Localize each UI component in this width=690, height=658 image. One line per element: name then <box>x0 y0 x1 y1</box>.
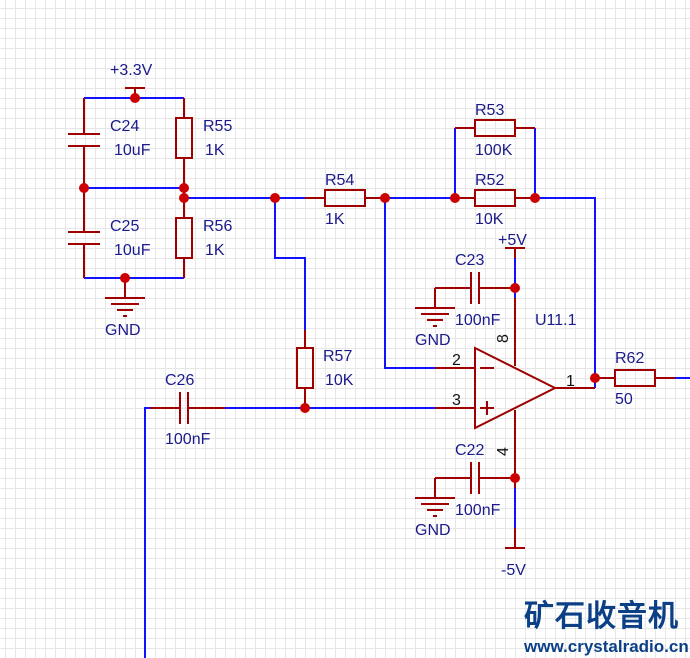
watermark: 矿石收音机 www.crystalradio.cn <box>523 599 689 656</box>
value-r53: 100K <box>475 142 513 159</box>
label-vcc33: +3.3V <box>110 62 153 79</box>
junction-dot <box>179 193 189 203</box>
wire-bias-to-r57 <box>274 198 306 330</box>
ref-c24: C24 <box>110 118 139 135</box>
junction-dot <box>510 283 520 293</box>
value-r62: 50 <box>615 391 633 408</box>
value-c26: 100nF <box>165 431 211 448</box>
ref-c26: C26 <box>165 372 194 389</box>
label-vee5: -5V <box>501 562 526 579</box>
capacitor-c25[interactable] <box>68 188 100 278</box>
capacitor-c24[interactable] <box>68 98 100 188</box>
value-r54: 1K <box>325 211 345 228</box>
ref-r56: R56 <box>203 218 232 235</box>
capacitor-c23[interactable] <box>435 272 515 304</box>
gnd-symbol-3[interactable] <box>415 478 455 517</box>
pin-number-3: 3 <box>452 392 461 409</box>
ref-c23: C23 <box>455 252 484 269</box>
value-r55: 1K <box>205 142 225 159</box>
ref-r57: R57 <box>323 348 352 365</box>
label-gnd-1: GND <box>105 322 141 339</box>
ref-r55: R55 <box>203 118 232 135</box>
ref-r62: R62 <box>615 350 644 367</box>
junction-dot <box>130 93 140 103</box>
vcc5-symbol[interactable] <box>505 247 525 258</box>
capacitor-c22[interactable] <box>435 462 515 494</box>
junction-dot <box>450 193 460 203</box>
junction-dot <box>590 373 600 383</box>
label-vcc5: +5V <box>498 232 527 249</box>
junction-dot <box>380 193 390 203</box>
ref-c22: C22 <box>455 442 484 459</box>
gnd-symbol-2[interactable] <box>415 288 455 327</box>
wire-input <box>144 407 150 658</box>
junctions <box>79 93 600 483</box>
pin-number-2: 2 <box>452 352 461 369</box>
resistor-r53[interactable] <box>455 119 535 137</box>
pin-number-4: 4 <box>495 447 512 456</box>
labels: +3.3V C24 10uF R55 1K C25 10uF R56 1K GN… <box>105 62 644 579</box>
wire-to-inv-input <box>384 198 435 369</box>
ref-c25: C25 <box>110 218 139 235</box>
label-gnd-2: GND <box>415 332 451 349</box>
value-c22: 100nF <box>455 502 501 519</box>
junction-dot <box>79 183 89 193</box>
ref-r53: R53 <box>475 102 504 119</box>
value-c25: 10uF <box>114 242 151 259</box>
watermark-title: 矿石收音机 <box>524 599 679 634</box>
junction-dot <box>300 403 310 413</box>
pin-number-1: 1 <box>566 373 575 390</box>
wire-feedback <box>535 197 596 388</box>
ref-u11: U11.1 <box>535 312 577 329</box>
junction-dot <box>510 473 520 483</box>
value-c24: 10uF <box>114 142 151 159</box>
opamp-u11[interactable] <box>435 346 595 430</box>
capacitor-c26[interactable] <box>150 392 225 424</box>
ref-r54: R54 <box>325 172 354 189</box>
value-r52: 10K <box>475 211 504 228</box>
pin-number-8: 8 <box>495 334 512 343</box>
opamp-plus-sign <box>480 401 494 415</box>
label-gnd-3: GND <box>415 522 451 539</box>
junction-dot <box>270 193 280 203</box>
junction-dot <box>120 273 130 283</box>
junction-dot <box>530 193 540 203</box>
vee5-symbol[interactable] <box>505 528 525 549</box>
watermark-url: www.crystalradio.cn <box>523 637 689 656</box>
value-c23: 100nF <box>455 312 501 329</box>
value-r57: 10K <box>325 372 354 389</box>
ref-r52: R52 <box>475 172 504 189</box>
value-r56: 1K <box>205 242 225 259</box>
junction-dot <box>179 183 189 193</box>
